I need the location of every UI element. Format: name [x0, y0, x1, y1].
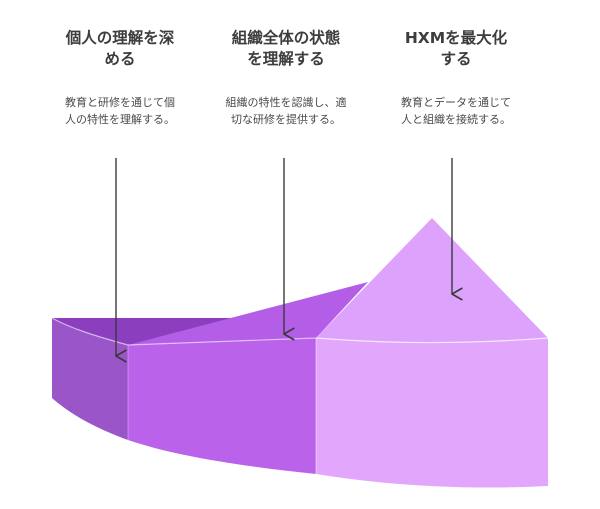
segment-light — [316, 218, 548, 488]
stage-3-description: 教育とデータを通じて 人と組織を接続する。 — [401, 96, 511, 126]
stage-1-description: 教育と研修を通じて個 人の特性を理解する。 — [65, 96, 175, 126]
segment-mid-front — [128, 338, 316, 474]
stage-2-title: 組織全体の状態 を理解する — [231, 29, 341, 68]
stage-1-title: 個人の理解を深 める — [65, 29, 175, 68]
segment-light-roof — [316, 218, 548, 343]
segment-mid-top — [128, 282, 368, 345]
stage-3-title: HXMを最大化 する — [404, 29, 508, 68]
stage-2-description: 組織の特性を認識し、適 切な研修を提供する。 — [225, 96, 347, 126]
segment-dark-side — [52, 318, 128, 440]
segment-mid — [128, 282, 368, 474]
segment-light-front — [316, 338, 548, 488]
